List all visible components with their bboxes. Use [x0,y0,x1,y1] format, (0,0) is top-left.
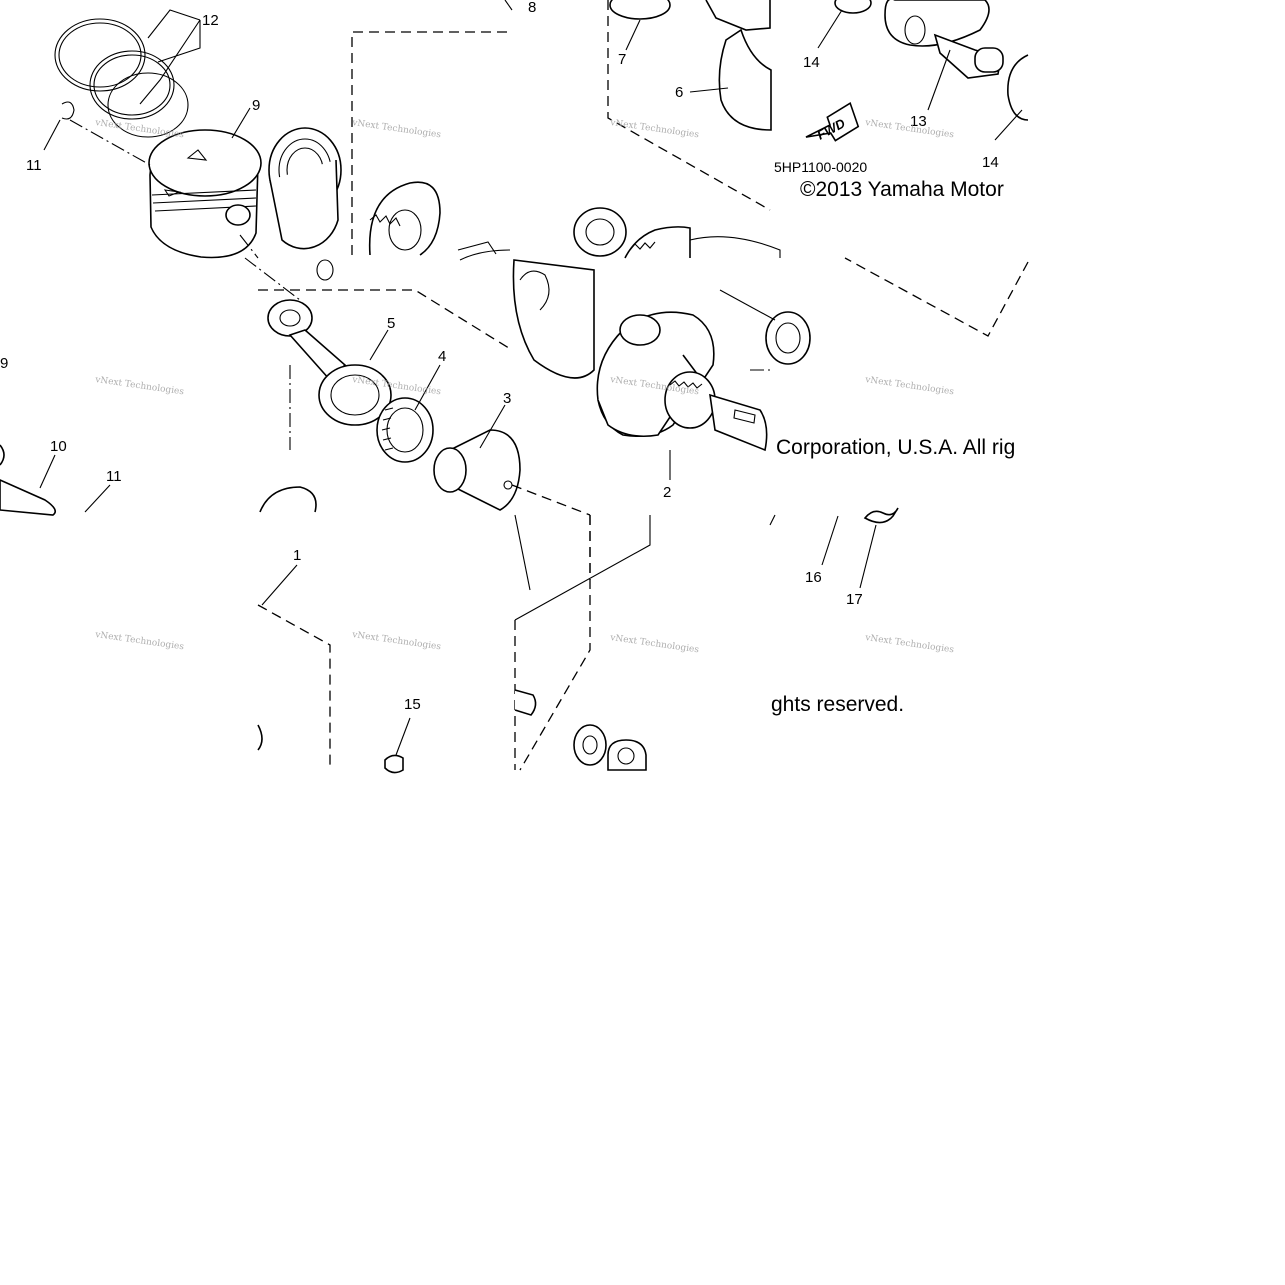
tile-top-left: 12 11 9 8 vNext Technologies vNext Techn… [26,0,536,281]
tile-lower-left: 1 15 vNext Technologies vNext Technologi… [94,547,516,774]
drawing-code: 5HP1100-0020 [774,159,867,175]
fwd-arrow-icon: FWD [805,101,860,143]
washer [573,724,607,766]
callout-7: 7 [618,51,626,68]
callout-11: 11 [26,157,42,174]
callout-2: 2 [663,484,671,501]
callout-6: 6 [675,84,683,101]
callout-9: 9 [252,97,260,114]
bearing [268,127,342,250]
crankshaft [596,311,768,452]
copyright-text: ©2013 Yamaha Motor [800,178,1004,201]
tile-lower-right: 16 17 ghts reserved. vNext Technologies … [514,507,955,771]
callout-11: 11 [106,468,122,485]
woodruff-key [384,754,404,774]
needle-bearing [376,397,434,463]
callout-5: 5 [387,315,395,332]
callout-12: 12 [202,12,219,29]
tile-middle-left: 5 4 3 9 10 11 vNext Technologies vNext T… [0,257,591,516]
callout-9: 9 [0,355,8,372]
oil-seal [834,0,872,14]
callout-8: 8 [528,0,536,16]
tile-top-right: FWD 7 6 14 13 14 5HP1100-0020 ©2013 Yama… [607,0,1029,337]
copyright-text: ghts reserved. [771,693,904,716]
callout-3: 3 [503,390,511,407]
copyright-text: Corporation, U.S.A. All rig [776,436,1015,459]
nut [607,739,647,771]
watermark: vNext Technologies [609,633,700,656]
crank-pin [433,429,521,511]
callout-4: 4 [438,348,446,365]
crank-web [705,0,772,131]
watermark: vNext Technologies [609,118,700,141]
gear [368,181,497,256]
callout-13: 13 [910,113,927,130]
watermark: vNext Technologies [94,375,185,398]
callout-1: 1 [293,547,301,564]
callout-14: 14 [982,154,999,171]
watermark: vNext Technologies [94,118,185,141]
oil-seal [1007,54,1029,121]
piston-pin [0,479,56,516]
callout-15: 15 [404,696,421,713]
piston [148,129,262,259]
tile-middle-right: 2 Corporation, U.S.A. All rig vNext Tech… [512,259,1015,580]
connecting-rod [267,299,392,426]
callout-14: 14 [803,54,820,71]
bearing [765,311,811,365]
watermark: vNext Technologies [351,118,442,141]
watermark: vNext Technologies [94,630,185,653]
callout-10: 10 [50,438,67,455]
circlip [61,101,75,120]
watermark: vNext Technologies [864,633,955,656]
callout-17: 17 [846,591,863,608]
watermark: vNext Technologies [351,630,442,653]
piston-rings [54,18,189,138]
tile-overlap-centre [459,207,781,261]
callout-16: 16 [805,569,822,586]
crank-half [884,0,1004,79]
watermark: vNext Technologies [864,375,955,398]
